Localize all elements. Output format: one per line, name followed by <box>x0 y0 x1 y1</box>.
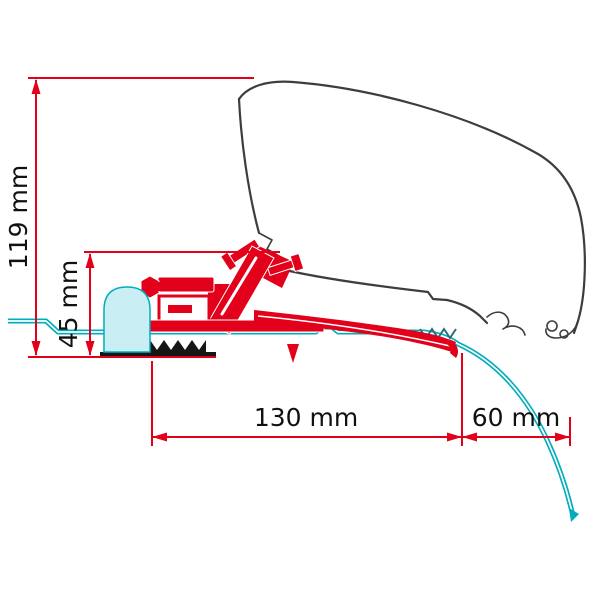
van-front-edge-line <box>237 97 261 235</box>
rail-end-cap <box>569 508 579 522</box>
adapter-bracket <box>100 238 458 363</box>
arrowhead-right <box>447 432 462 442</box>
arrowhead-left <box>462 432 477 442</box>
dimension-bracket-height: 45 mm <box>54 251 280 356</box>
fixing-screw <box>287 344 299 363</box>
van-lower-edge-line <box>283 268 489 325</box>
rubber-buffer-capsule <box>103 286 151 353</box>
arrowhead-down <box>85 341 95 356</box>
arrowhead-up <box>31 79 41 94</box>
dimension-label-rail-drop: 60 mm <box>472 403 560 432</box>
arm-slot <box>220 256 258 316</box>
arrowhead-right <box>555 432 570 442</box>
dimension-rail-drop: 60 mm <box>462 403 571 446</box>
arrowhead-up <box>85 253 95 268</box>
rail-clamp-hook <box>445 340 458 358</box>
dimension-label-bracket-span: 130 mm <box>254 403 358 432</box>
van-seal-circle-1 <box>546 320 558 332</box>
serrated-foot <box>150 340 206 355</box>
arrowhead-left <box>152 432 167 442</box>
dimension-label-total-height: 119 mm <box>4 165 33 269</box>
rail-clamp-strip-slot <box>257 315 451 347</box>
dimension-bracket-span: 130 mm <box>151 353 463 446</box>
clamp-plate-slot <box>168 305 192 313</box>
rail-line-inner <box>8 320 574 517</box>
van-roof-line <box>237 80 586 335</box>
upper-bolt-head <box>219 251 238 272</box>
dimension-total-height: 119 mm <box>4 77 254 358</box>
base-line <box>100 352 216 357</box>
lower-bolt-head <box>289 252 305 273</box>
dimension-label-bracket-height: 45 mm <box>54 260 83 348</box>
bracket-lower-bolt <box>267 252 305 276</box>
van-door-seal-detail <box>486 311 526 336</box>
van-body-outline <box>237 80 586 339</box>
clamp-bolt-shaft <box>157 282 169 291</box>
van-gutter-hook <box>545 320 579 339</box>
arrowhead-down <box>31 341 41 356</box>
